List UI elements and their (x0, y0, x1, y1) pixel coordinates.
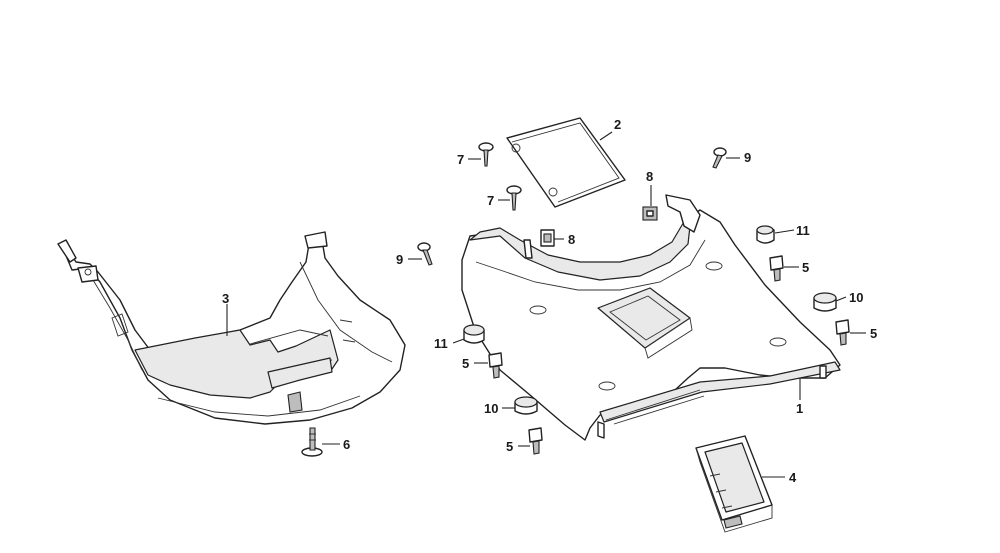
screw-9-right (712, 147, 727, 169)
screw-7-upper (478, 142, 494, 167)
callout-8-upper: 8 (646, 169, 653, 184)
bolt-5-right-upper (769, 255, 784, 282)
leader-lines (226, 131, 866, 478)
bolt-5-left-lower (528, 427, 543, 455)
callout-11-left: 11 (434, 336, 448, 351)
callout-11-right: 11 (796, 223, 810, 238)
callout-5-left-upper: 5 (462, 356, 469, 371)
callout-1: 1 (796, 401, 803, 416)
callout-3: 3 (222, 291, 229, 306)
callout-5-left-lower: 5 (506, 439, 513, 454)
callout-9-left: 9 (396, 252, 403, 267)
callout-4: 4 (789, 470, 797, 485)
push-rivet-6 (301, 427, 323, 457)
callout-6: 6 (343, 437, 350, 452)
screw-9-left (417, 242, 433, 266)
callout-7-lower: 7 (487, 193, 494, 208)
cap-10-left (514, 396, 538, 415)
callout-5-right-upper: 5 (802, 260, 809, 275)
bolt-5-left-upper (488, 352, 503, 379)
screw-7-lower (506, 185, 522, 211)
cap-11-right (756, 225, 775, 244)
part-3-under-cover (57, 231, 406, 425)
callout-5-right-lower: 5 (870, 326, 877, 341)
callout-10-right: 10 (849, 290, 863, 305)
part-2-cover-plate (506, 117, 626, 208)
part-4-tray (695, 435, 773, 533)
callout-2: 2 (614, 117, 621, 132)
part-1-floor-panel (461, 194, 841, 441)
callout-9-right: 9 (744, 150, 751, 165)
clip-nut-8-upper (642, 206, 658, 221)
callout-8-lower: 8 (568, 232, 575, 247)
clip-nut-8-lower (540, 229, 555, 247)
cap-11-left (463, 324, 485, 344)
callout-7-upper: 7 (457, 152, 464, 167)
callout-labels: 1 2 3 4 5 5 5 5 6 7 7 8 8 9 9 10 10 11 1… (222, 117, 877, 485)
callout-10-left: 10 (484, 401, 498, 416)
bolt-5-right-lower (835, 319, 850, 346)
cap-10-right (813, 292, 837, 312)
